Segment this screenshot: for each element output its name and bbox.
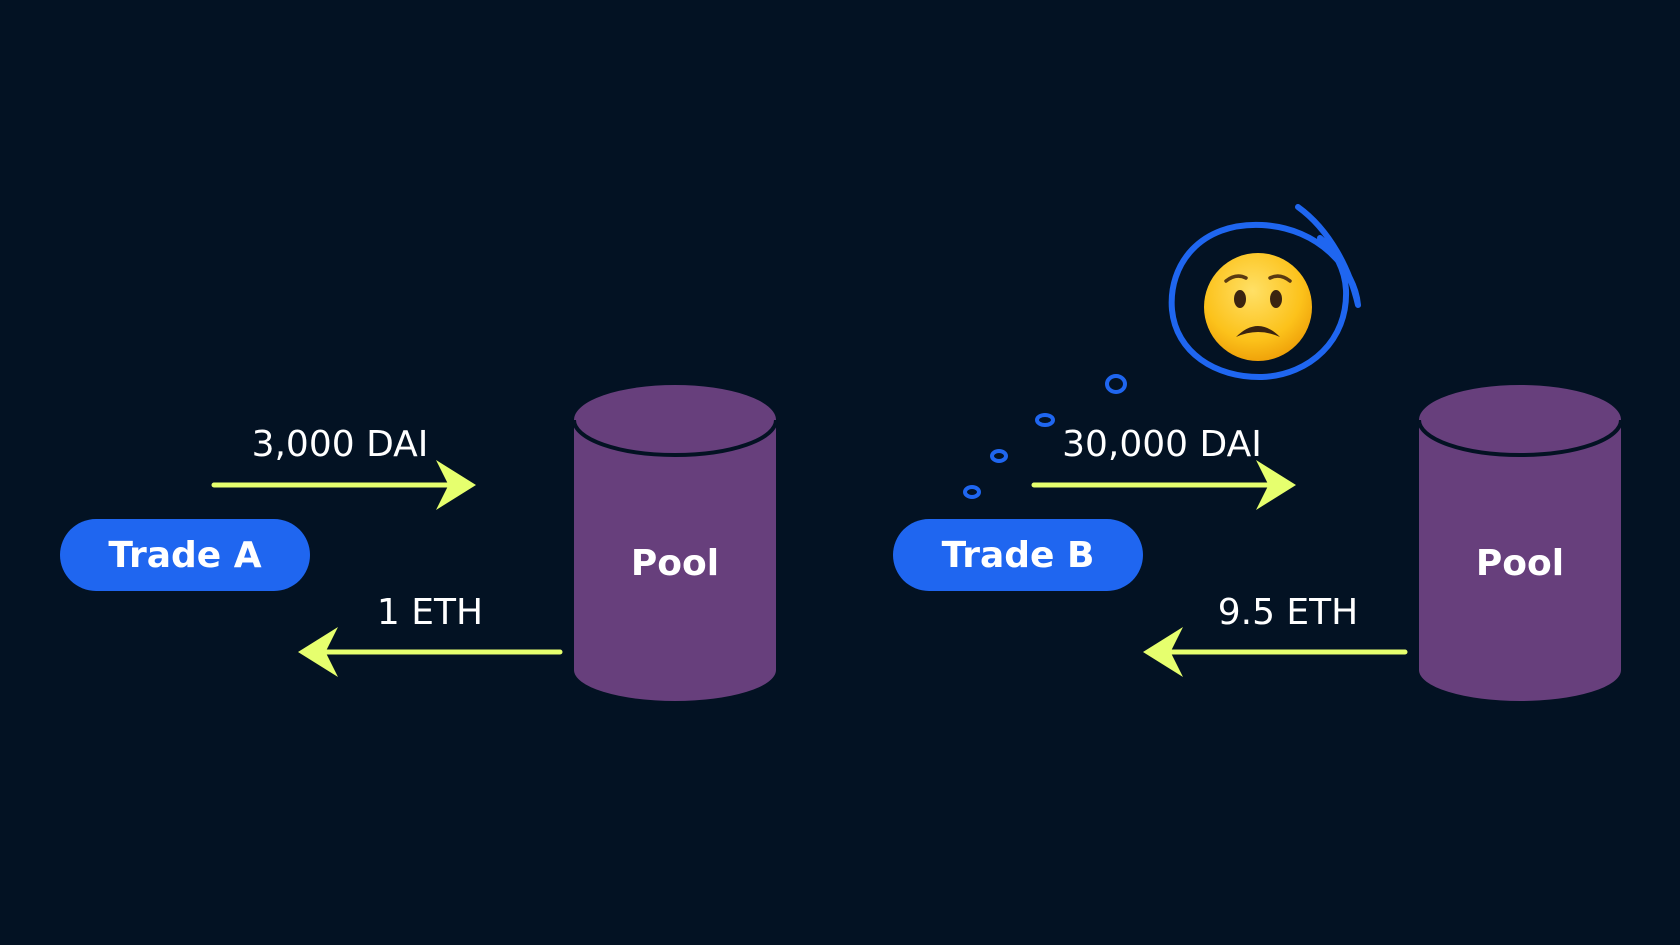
amount-in-left: 3,000 DAI xyxy=(251,424,429,465)
thought-bubble-small xyxy=(963,485,981,499)
pool-label-right: Pool xyxy=(1475,543,1565,584)
pool-label-left: Pool xyxy=(630,543,720,584)
trade-b-pill: Trade B xyxy=(893,519,1143,591)
thought-bubble-medium xyxy=(1035,413,1055,427)
pool-cylinder-left xyxy=(572,385,778,701)
scribble-circle-annotation xyxy=(1168,204,1361,381)
worried-face-icon xyxy=(1204,253,1312,361)
trade-a-pill: Trade A xyxy=(60,519,310,591)
thought-bubble-small xyxy=(990,449,1008,463)
trade-b-label: Trade B xyxy=(941,534,1095,576)
pool-cylinder-right xyxy=(1417,385,1623,701)
amount-in-right: 30,000 DAI xyxy=(1062,424,1262,465)
amount-out-right: 9.5 ETH xyxy=(1217,592,1359,633)
thought-bubble-large xyxy=(1105,374,1127,394)
amount-out-left: 1 ETH xyxy=(376,592,484,633)
thought-bubbles-annotation xyxy=(963,374,1127,499)
trade-a-label: Trade A xyxy=(108,534,262,576)
